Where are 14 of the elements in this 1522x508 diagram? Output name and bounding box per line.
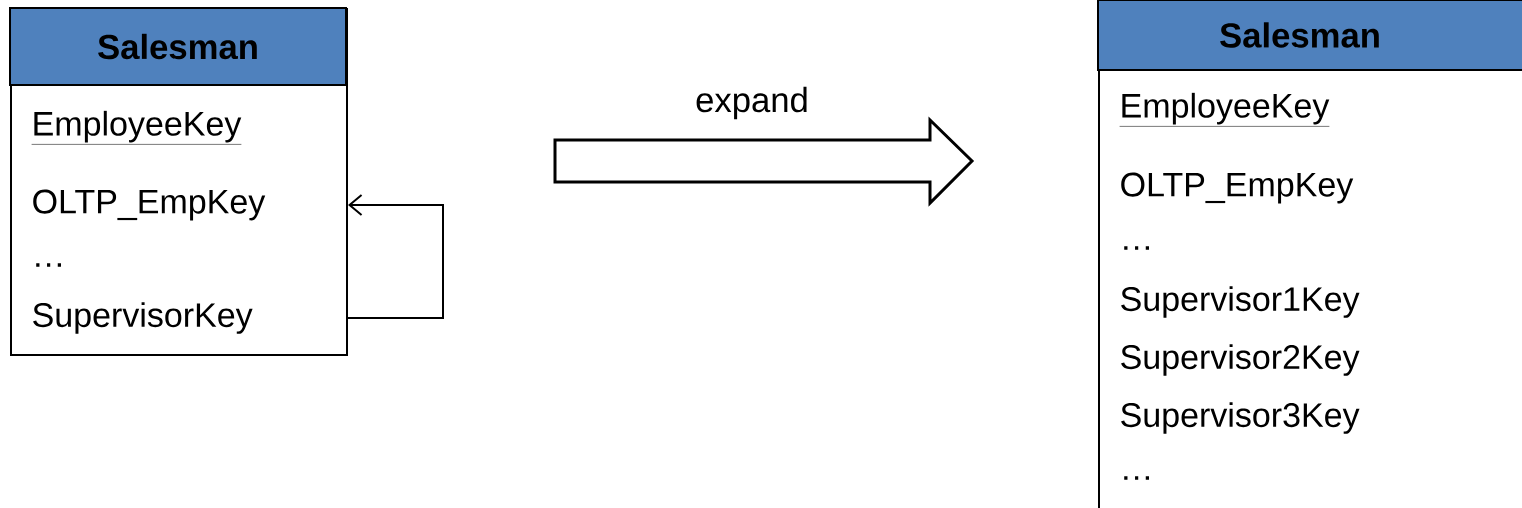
field-name: Supervisor3Key xyxy=(1121,402,1360,434)
arrow xyxy=(347,194,444,319)
field-name: SupervisorKey xyxy=(33,302,253,334)
field-name: EmployeeKey xyxy=(31,110,242,145)
field-name: OLTP_EmpKey xyxy=(1121,172,1354,204)
field-name: … xyxy=(36,263,61,267)
block-arrow xyxy=(553,116,975,207)
field-name: Supervisor1Key xyxy=(1121,286,1360,318)
edge-label: expand xyxy=(696,86,807,120)
field-name: … xyxy=(1124,246,1149,250)
field-name: EmployeeKey xyxy=(1119,92,1330,127)
field-name: Supervisor2Key xyxy=(1121,344,1360,376)
field-name: … xyxy=(1124,476,1149,480)
field-name: OLTP_EmpKey xyxy=(33,189,266,221)
